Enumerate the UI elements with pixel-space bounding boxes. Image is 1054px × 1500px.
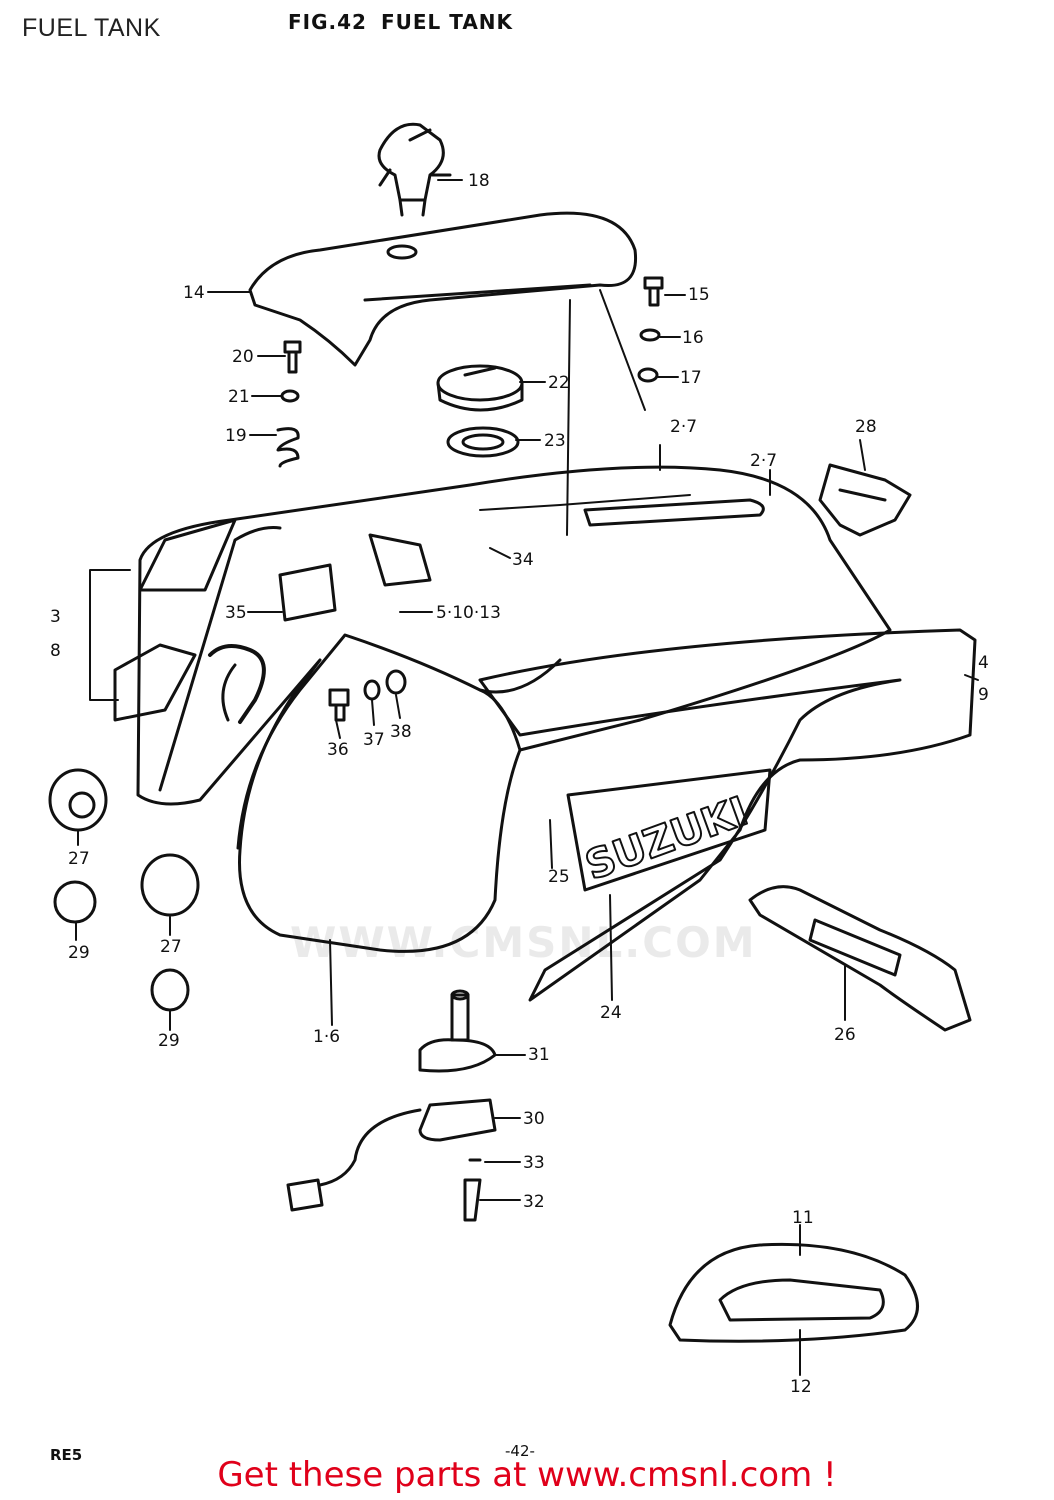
callout-27-b: 27 bbox=[160, 937, 182, 957]
figure-number: FIG.42 bbox=[288, 10, 367, 34]
callout-11: 11 bbox=[792, 1208, 814, 1228]
callout-17: 17 bbox=[680, 368, 702, 388]
callout-22: 22 bbox=[548, 373, 570, 393]
callout-2-7-a: 2·7 bbox=[670, 417, 697, 437]
callout-26: 26 bbox=[834, 1025, 856, 1045]
left-side-stripe-part bbox=[113, 518, 237, 722]
cta-link[interactable]: Get these parts at www.cmsnl.com ! bbox=[217, 1455, 837, 1495]
callout-25: 25 bbox=[548, 867, 570, 887]
callout-15: 15 bbox=[688, 285, 710, 305]
bolt-washers-part bbox=[637, 276, 664, 383]
callout-16: 16 bbox=[682, 328, 704, 348]
callout-33: 33 bbox=[523, 1153, 545, 1173]
callout-29-b: 29 bbox=[158, 1031, 180, 1051]
callout-12: 12 bbox=[790, 1377, 812, 1397]
suzuki-emblem-part bbox=[566, 768, 772, 892]
callout-23: 23 bbox=[544, 431, 566, 451]
tank-cushion-parts bbox=[48, 768, 200, 1012]
bracket-part bbox=[278, 533, 432, 622]
fuel-tank-body-part bbox=[136, 465, 892, 953]
callout-29-a: 29 bbox=[68, 943, 90, 963]
callout-5-10-13: 5·10·13 bbox=[436, 603, 501, 623]
callout-35: 35 bbox=[225, 603, 247, 623]
callout-4: 4 bbox=[978, 653, 989, 673]
callout-30: 30 bbox=[523, 1109, 545, 1129]
fuel-cock-part bbox=[286, 989, 497, 1222]
ignition-switch-part bbox=[377, 122, 452, 217]
page-number: -42- bbox=[505, 1442, 535, 1460]
callout-9: 9 bbox=[978, 685, 989, 705]
watermark: WWW.CMSNL.COM bbox=[290, 918, 757, 967]
model-code: RE5 bbox=[50, 1446, 83, 1464]
page-label: FUEL TANK bbox=[22, 14, 161, 42]
callout-20: 20 bbox=[232, 347, 254, 367]
callout-21: 21 bbox=[228, 387, 250, 407]
figure-title: FIG.42 FUEL TANK bbox=[288, 10, 527, 34]
callout-leader-lines bbox=[75, 179, 979, 1376]
callout-32: 32 bbox=[523, 1192, 545, 1212]
callout-27-a: 27 bbox=[68, 849, 90, 869]
callout-37: 37 bbox=[363, 730, 385, 750]
right-side-stripe-part bbox=[478, 628, 977, 1002]
callout-8: 8 bbox=[50, 641, 61, 661]
mount-hardware-part bbox=[276, 340, 302, 468]
figure-name: FUEL TANK bbox=[380, 10, 514, 34]
callout-36: 36 bbox=[327, 740, 349, 760]
callout-1-6: 1·6 bbox=[313, 1027, 340, 1047]
suzuki-decal-text: SUZUKI bbox=[580, 788, 754, 889]
tank-bolt-part bbox=[328, 669, 407, 722]
callout-18: 18 bbox=[468, 171, 490, 191]
callout-28: 28 bbox=[855, 417, 877, 437]
callout-3: 3 bbox=[50, 607, 61, 627]
tank-cover-part bbox=[248, 211, 638, 367]
fuel-cap-part bbox=[436, 364, 524, 458]
tank-side-emblem-part bbox=[668, 1242, 919, 1343]
callout-31: 31 bbox=[528, 1045, 550, 1065]
callout-2-7-b: 2·7 bbox=[750, 451, 777, 471]
knee-rubber-part bbox=[748, 885, 972, 1032]
callout-14: 14 bbox=[183, 283, 205, 303]
callout-38: 38 bbox=[390, 722, 412, 742]
callout-19: 19 bbox=[225, 426, 247, 446]
callout-24: 24 bbox=[600, 1003, 622, 1023]
emblem-bracket-part bbox=[818, 463, 912, 537]
callout-34: 34 bbox=[512, 550, 534, 570]
